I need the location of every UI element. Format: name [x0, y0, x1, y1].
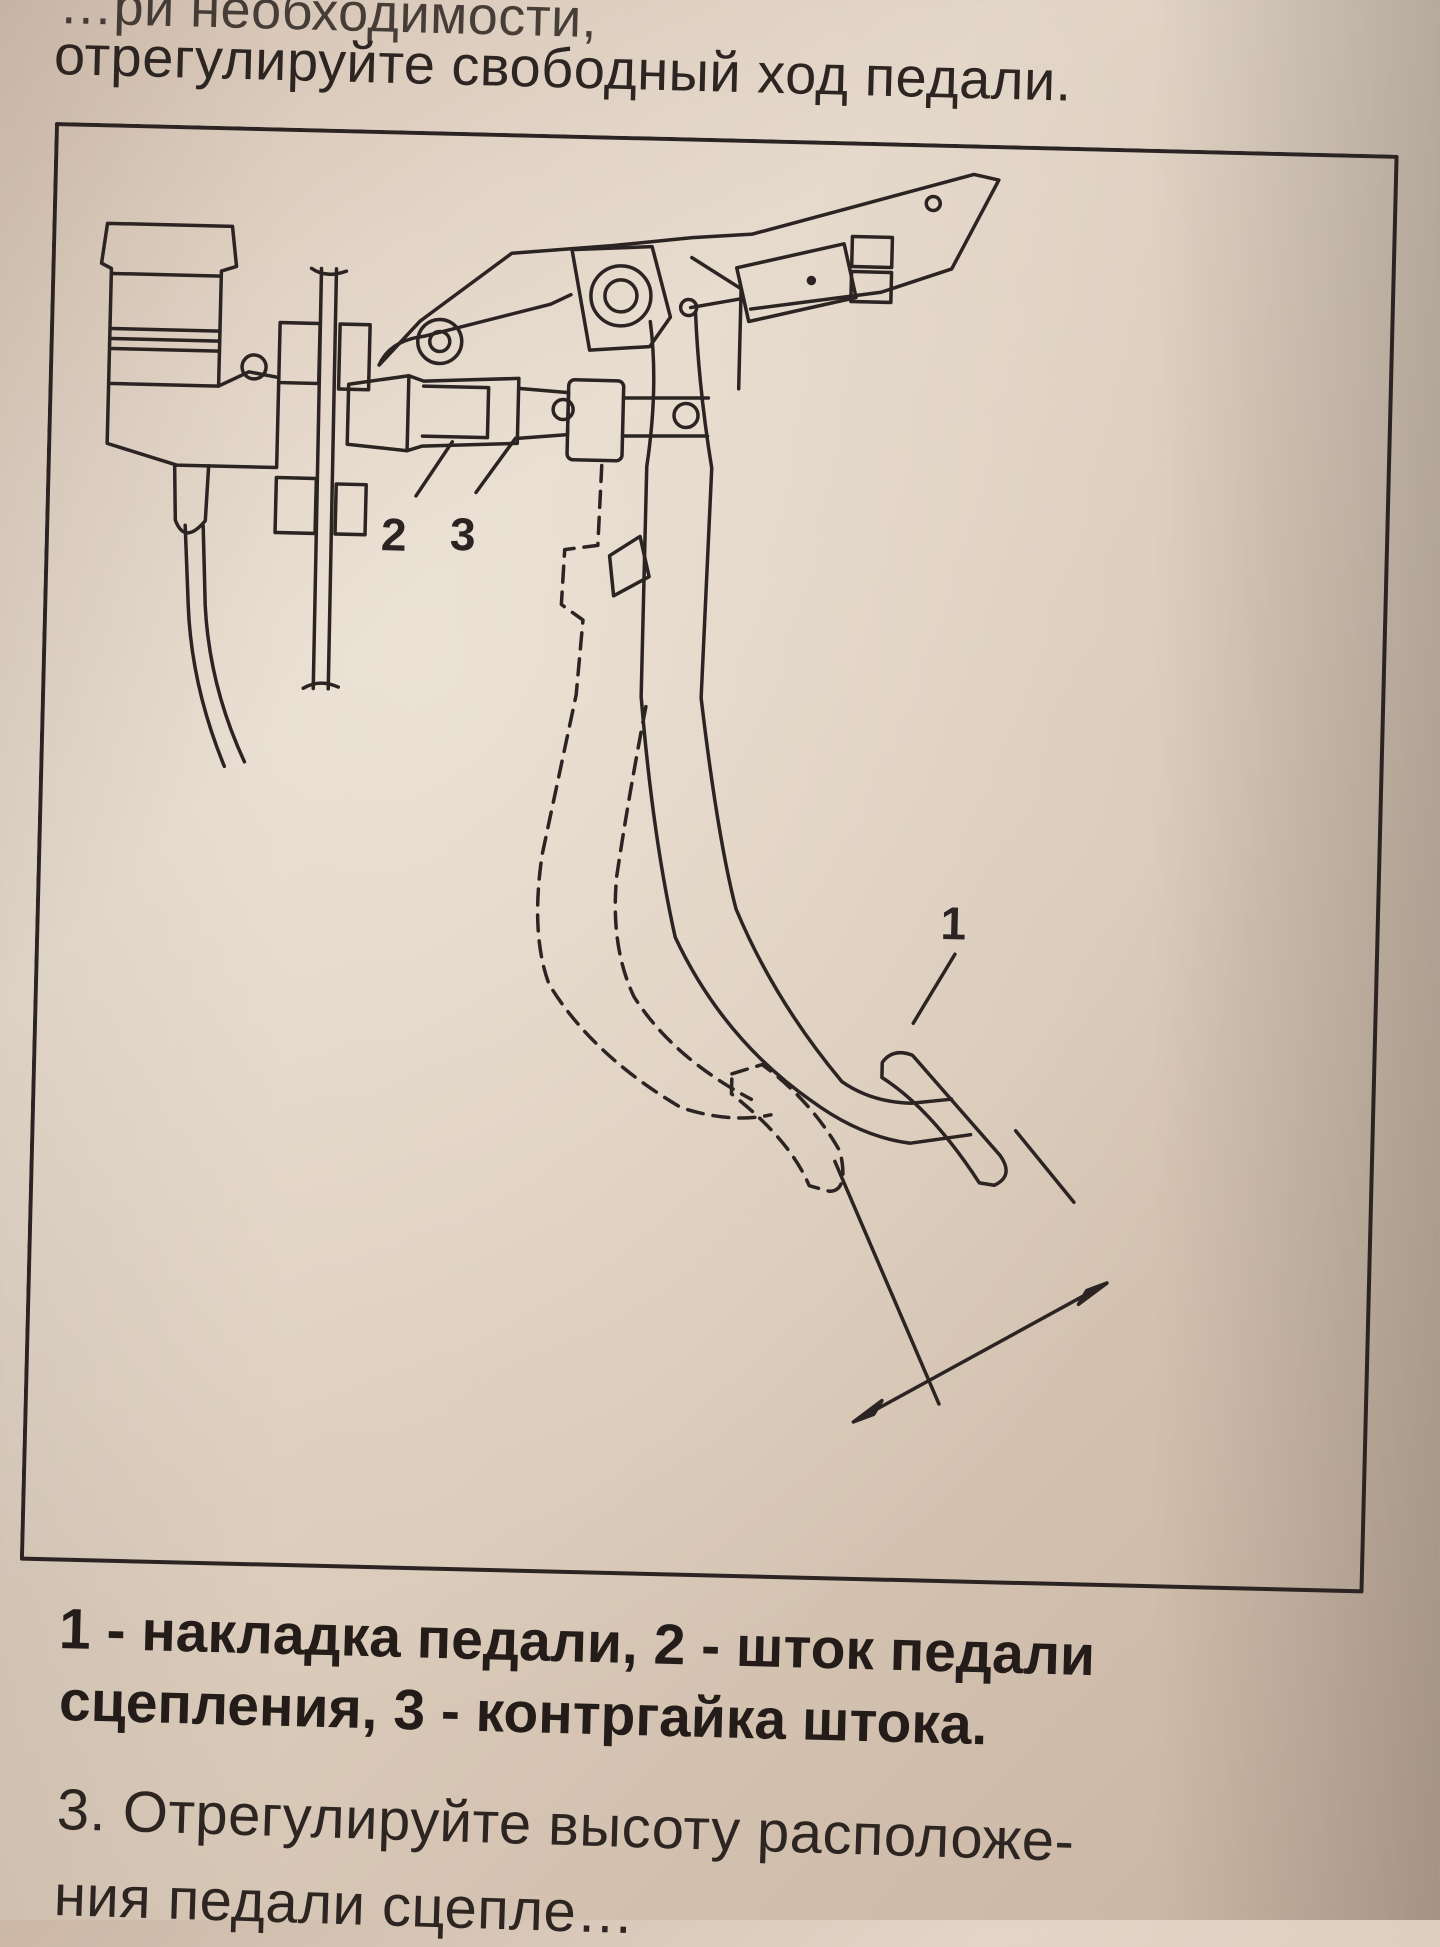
hose — [172, 463, 247, 769]
pushrod-assembly — [345, 373, 711, 463]
master-cylinder-reservoir — [99, 221, 281, 470]
pedal-lever — [607, 310, 973, 1145]
firewall-plate — [273, 266, 372, 691]
callout-1: 1 — [940, 897, 967, 950]
top-text-line: отрегулируйте свободный ход педали. — [53, 22, 1073, 113]
figure-frame: 2 3 1 — [19, 122, 1400, 1594]
pedal-pad — [880, 1050, 1008, 1188]
figure-border — [19, 122, 1399, 1594]
body-text-line-1: 3. Отрегулируйте высоту расположе- — [55, 1776, 1076, 1874]
callout-leaders — [414, 436, 518, 498]
body-text-line-2: ния педали сцепле… — [52, 1862, 636, 1947]
callout-3: 3 — [449, 508, 476, 561]
measurement-lines — [833, 952, 1109, 1424]
pedal-dashed-position — [535, 463, 845, 1193]
callout-2: 2 — [380, 508, 407, 561]
clutch-switch — [678, 234, 895, 324]
pedal-diagram: 2 3 1 — [19, 122, 1399, 1594]
pedal-bracket — [377, 172, 1001, 391]
